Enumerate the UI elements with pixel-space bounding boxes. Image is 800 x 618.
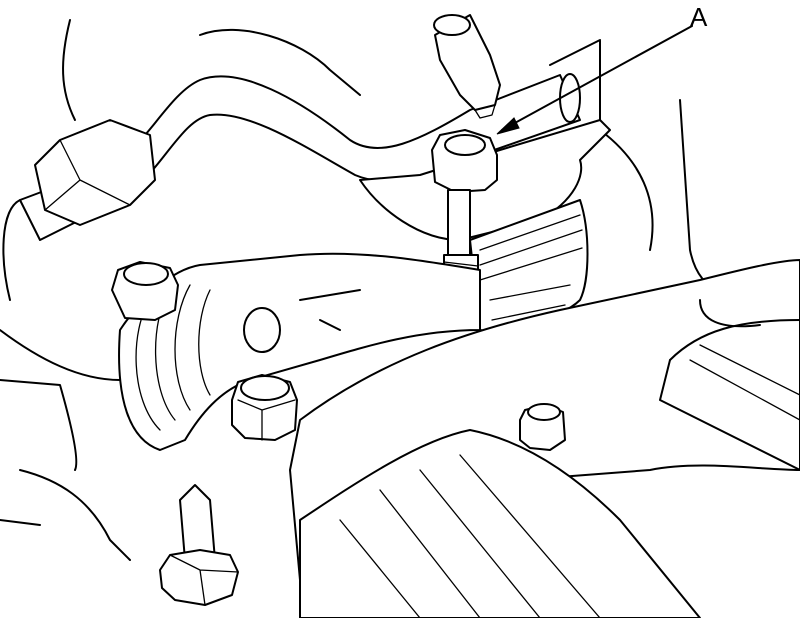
callout-a-label: A — [690, 2, 708, 32]
control-arm — [118, 252, 481, 451]
skid-plate — [299, 429, 701, 618]
lower-left-stud — [159, 484, 239, 606]
center-bolt — [231, 374, 298, 441]
socket-tool — [433, 14, 501, 119]
right-stud — [519, 403, 566, 451]
callout-a-leader — [496, 25, 693, 135]
left-bolt — [111, 261, 179, 321]
